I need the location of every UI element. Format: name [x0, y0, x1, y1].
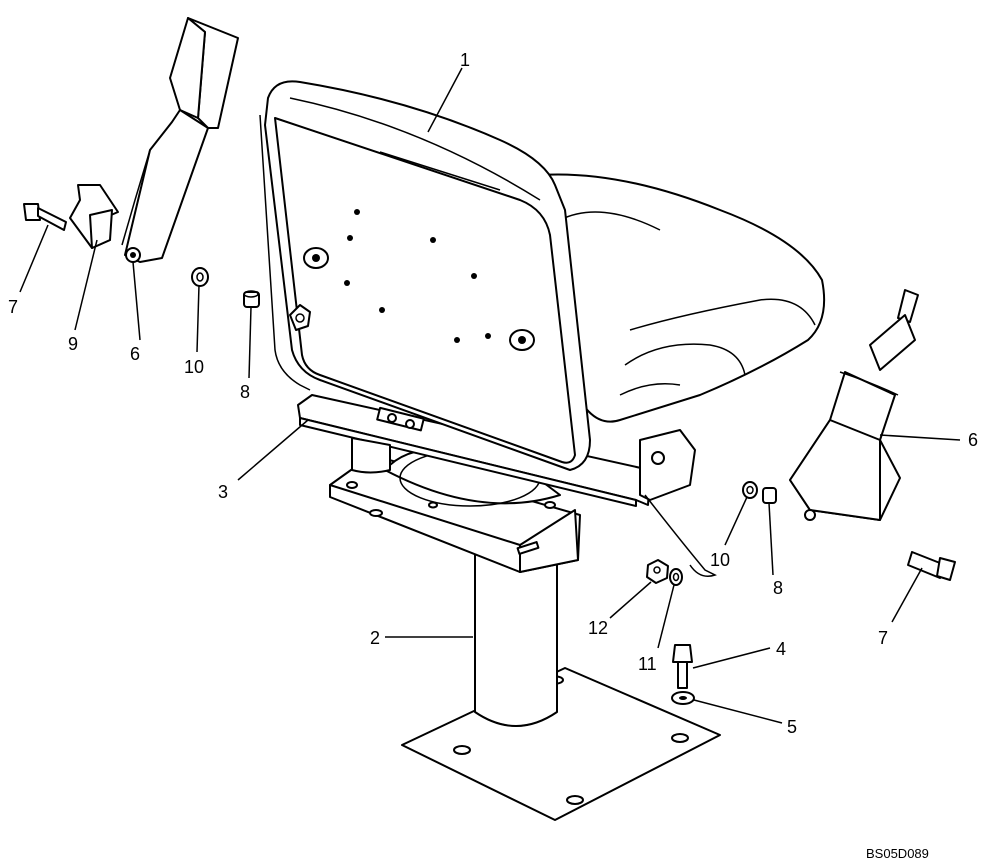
callout-7-right: 7	[878, 628, 888, 648]
callout-8-left: 8	[240, 382, 250, 402]
seat-belt-right	[789, 289, 919, 521]
callout-6-left: 6	[130, 344, 140, 364]
bolt-right	[907, 551, 956, 581]
seat-back	[259, 80, 591, 471]
pedestal-column	[474, 544, 558, 727]
spacer-right	[762, 487, 777, 504]
callout-7-left: 7	[8, 297, 18, 317]
callout-1: 1	[460, 50, 470, 70]
callout-3: 3	[218, 482, 228, 502]
bolt-base	[672, 644, 693, 689]
swivel-plate	[329, 447, 581, 573]
callout-10-left: 10	[184, 357, 204, 377]
belt-bracket	[69, 184, 119, 249]
seat-side-bracket	[639, 429, 717, 577]
callout-10-right: 10	[710, 550, 730, 570]
pedestal-base	[401, 667, 721, 821]
callouts: 1 2 3 4 5 6 6 7 7 8 8 9 10 10 11 12	[8, 50, 978, 737]
slide-rail-frame	[297, 394, 651, 507]
drawing-code: BS05D089	[866, 846, 929, 861]
seat-back-knob	[289, 304, 311, 331]
spacer-left	[243, 290, 260, 308]
callout-5: 5	[787, 717, 797, 737]
callout-8-right: 8	[773, 578, 783, 598]
washer-right	[742, 481, 758, 499]
washer-small	[669, 568, 683, 586]
callout-2: 2	[370, 628, 380, 648]
nut	[646, 559, 669, 584]
bolt-left	[23, 203, 67, 231]
callout-11: 11	[638, 654, 657, 674]
leader-lines	[19, 67, 961, 724]
callout-4: 4	[776, 639, 786, 659]
washer-left	[191, 267, 209, 287]
callout-9: 9	[68, 334, 78, 354]
callout-12: 12	[588, 618, 608, 638]
washer-base	[671, 691, 695, 705]
callout-6-right: 6	[968, 430, 978, 450]
seat-belt-left	[121, 17, 239, 263]
